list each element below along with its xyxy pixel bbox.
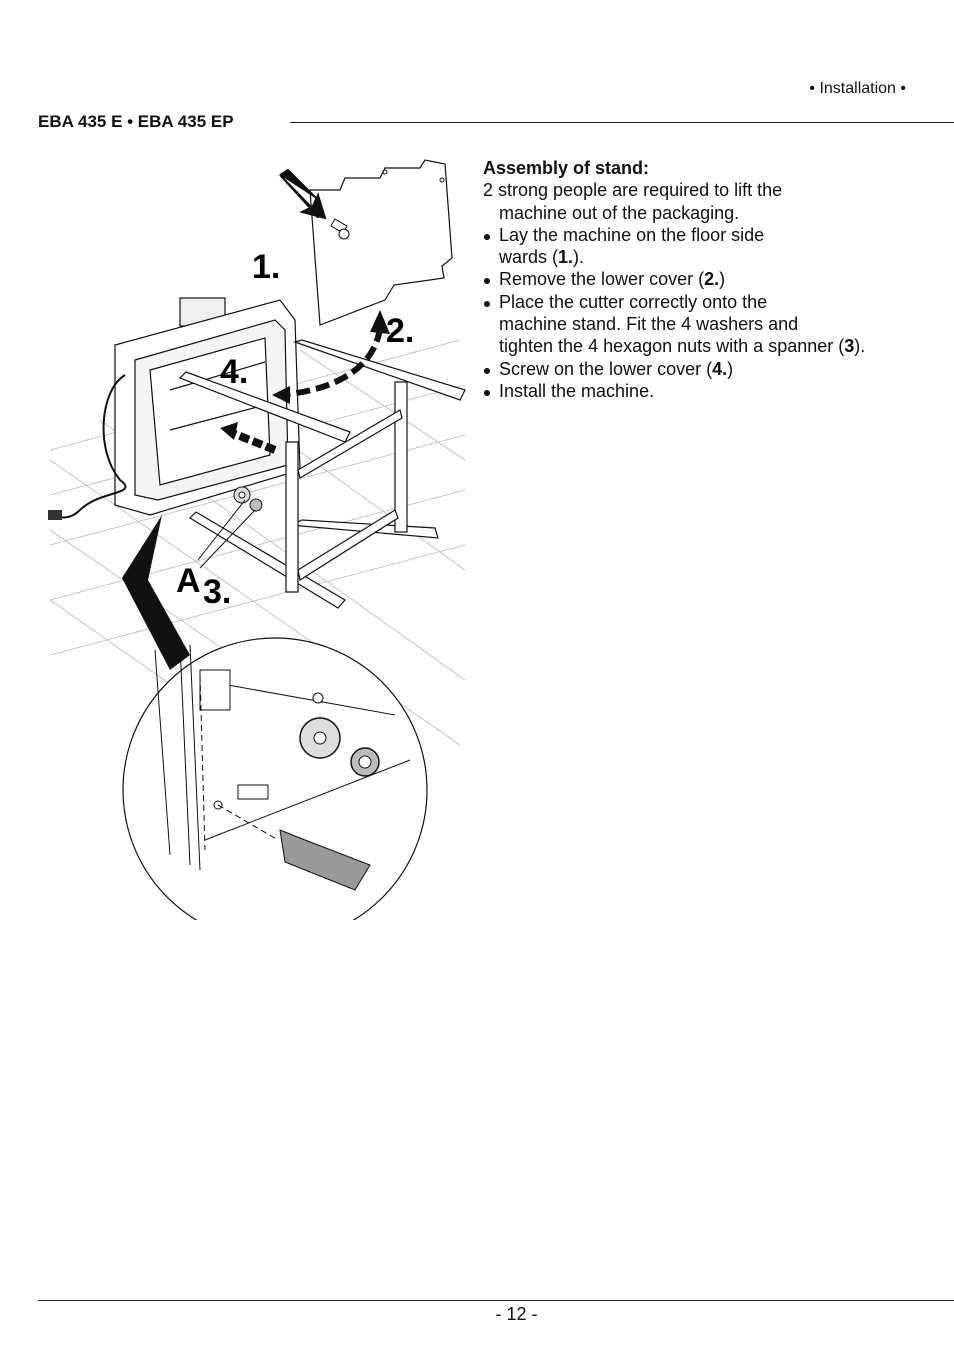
callout-4: 4. xyxy=(220,353,248,391)
list-item: Remove the lower cover (2.) xyxy=(483,268,923,290)
cutter-machine xyxy=(114,297,301,516)
lower-cover-panel xyxy=(309,159,453,326)
callout-1: 1. xyxy=(252,248,280,286)
screw-arrow-icon xyxy=(279,168,327,220)
power-cable xyxy=(54,374,127,519)
mount-arrow xyxy=(228,428,277,454)
steps-list: Lay the machine on the floor side wards … xyxy=(483,224,923,402)
screw-icon xyxy=(330,218,350,240)
stand-assembly-illustration: 1. 2. 3. 4. A xyxy=(48,159,466,920)
stand-frame xyxy=(178,339,466,609)
detail-pointer xyxy=(122,515,190,670)
nut-icon xyxy=(249,498,263,512)
callout-a: A xyxy=(176,562,201,600)
section-label: • Installation • xyxy=(809,80,906,97)
list-item: Lay the machine on the floor side wards … xyxy=(483,224,923,269)
header-divider xyxy=(290,122,954,123)
list-item: Install the machine. xyxy=(483,380,923,402)
instructions: Assembly of stand: 2 strong people are r… xyxy=(483,157,923,402)
assembly-heading: Assembly of stand: xyxy=(483,158,650,178)
footer-divider xyxy=(38,1300,954,1301)
callout-2: 2. xyxy=(386,312,414,350)
model-title: EBA 435 E • EBA 435 EP xyxy=(38,112,234,131)
cover-remove-arrow xyxy=(279,327,383,398)
list-item: Screw on the lower cover (4.) xyxy=(483,358,923,380)
callout-3: 3. xyxy=(203,573,231,611)
list-item: Place the cutter correctly onto the mach… xyxy=(483,291,923,358)
intro-text: 2 strong people are required to lift the… xyxy=(483,180,783,223)
detail-view xyxy=(122,637,428,920)
page-number: - 12 - xyxy=(495,1304,538,1324)
